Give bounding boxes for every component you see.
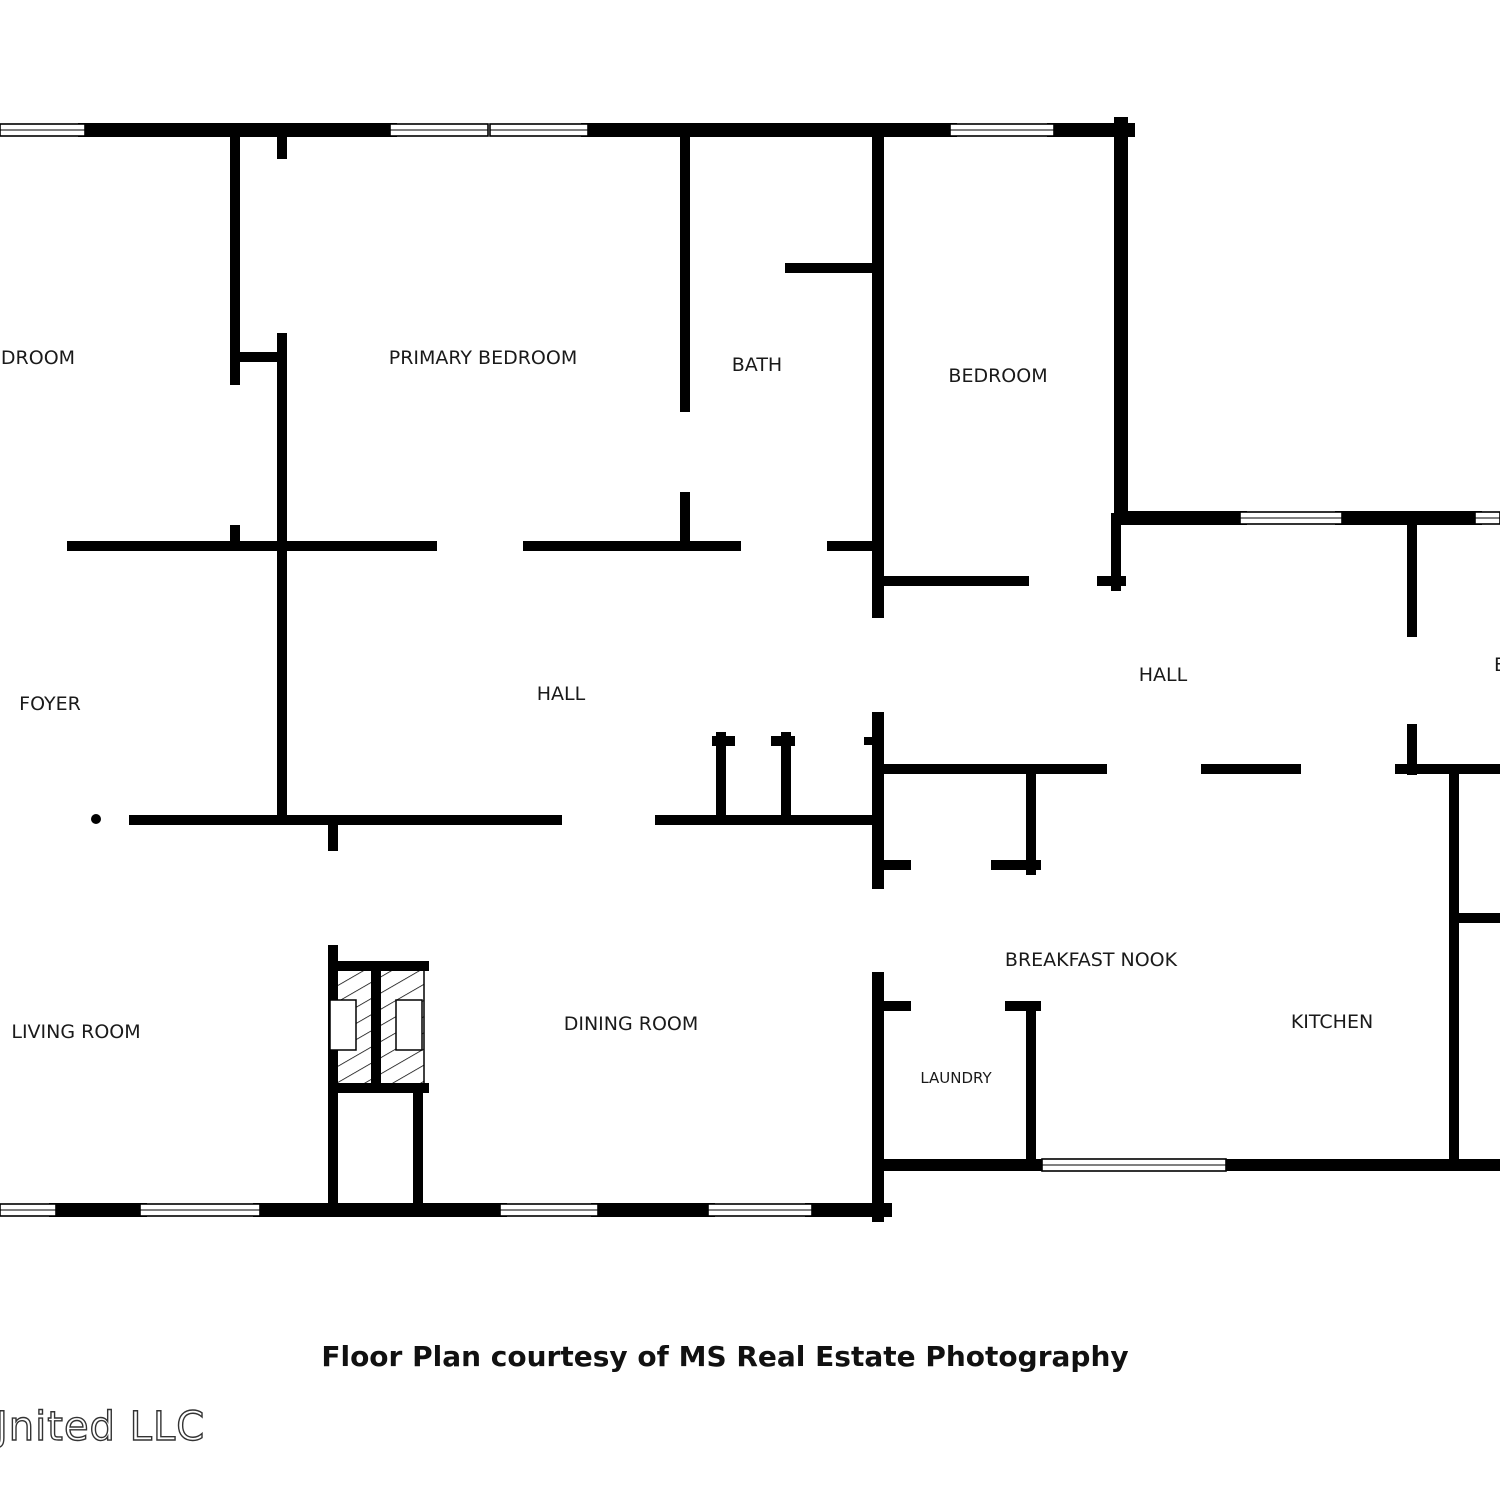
room-label-bath: BATH — [732, 354, 782, 376]
room-label-dining-room: DINING ROOM — [564, 1013, 699, 1035]
room-label-laundry: LAUNDRY — [920, 1069, 992, 1087]
room-label-kitchen: KITCHEN — [1291, 1011, 1373, 1033]
windows-layer — [0, 123, 1500, 1217]
room-label-primary-bedroom: PRIMARY BEDROOM — [389, 347, 577, 369]
fireplace — [329, 967, 425, 1085]
doorbell-dot — [91, 814, 101, 824]
room-label-hall-right: HALL — [1139, 664, 1188, 686]
room-label-bedroom-left: DROOM — [1, 347, 75, 369]
room-label-hall-left: HALL — [537, 683, 586, 705]
room-label-hall-right-edge: E — [1494, 654, 1500, 676]
room-label-living-room: LIVING ROOM — [11, 1021, 140, 1043]
brokerage-watermark: Jnited LLC — [0, 1403, 206, 1450]
walls-layer — [49, 117, 1500, 1222]
room-label-foyer: FOYER — [19, 693, 81, 715]
room-label-bedroom-right: BEDROOM — [948, 365, 1047, 387]
room-label-breakfast-nook: BREAKFAST NOOK — [1005, 949, 1178, 971]
floor-plan-credit: Floor Plan courtesy of MS Real Estate Ph… — [321, 1340, 1129, 1373]
